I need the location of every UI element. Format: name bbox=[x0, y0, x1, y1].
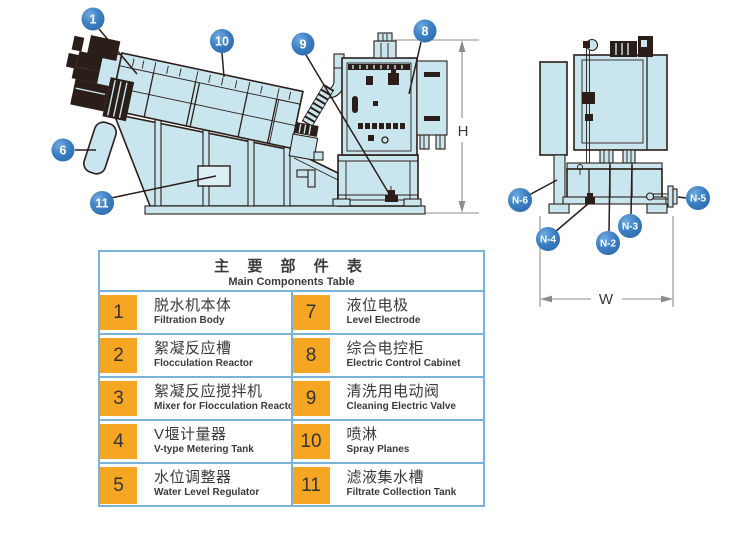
item-name-en: Level Electrode bbox=[346, 315, 421, 326]
item-number: 4 bbox=[100, 424, 137, 459]
item-number: 1 bbox=[100, 295, 137, 330]
table-row: 2 絮凝反应槽 Flocculation Reactor 8 综合电控柜 Ele… bbox=[100, 335, 483, 378]
item-number: 7 bbox=[292, 295, 330, 330]
item-number: 11 bbox=[292, 467, 330, 504]
callout-9-label: 9 bbox=[300, 38, 307, 52]
bottom-rail bbox=[562, 196, 667, 205]
nozzle-n2-label: N-2 bbox=[600, 239, 617, 250]
width-dimension-label: W bbox=[599, 291, 614, 308]
item-number: 3 bbox=[100, 381, 137, 416]
inlet-tab bbox=[313, 151, 324, 161]
cabinet-buttons bbox=[358, 123, 405, 129]
callout-8: 8 bbox=[413, 19, 437, 43]
item-number: 8 bbox=[292, 338, 330, 373]
drive-motor-icon bbox=[65, 35, 121, 112]
item-name-zh: 水位调整器 bbox=[154, 469, 232, 486]
foot-pad bbox=[548, 203, 570, 214]
item-name-en: Spray Planes bbox=[346, 444, 410, 455]
item-number: 9 bbox=[292, 381, 330, 416]
table-row: 4 V堰计量器 V-type Metering Tank 10 喷淋 Spray… bbox=[100, 421, 483, 464]
item-name-en: Electric Control Cabinet bbox=[346, 358, 461, 369]
callout-leaders bbox=[75, 28, 422, 199]
item-number: 10 bbox=[292, 424, 330, 459]
table-title-en: Main Components Table bbox=[228, 276, 355, 288]
table-row: 3 絮凝反应搅拌机 Mixer for Flocculation Reactor… bbox=[100, 378, 483, 421]
callout-6: 6 bbox=[51, 138, 75, 162]
item-number: 2 bbox=[100, 338, 137, 373]
nozzle-label-n2: N-2 bbox=[596, 231, 620, 255]
cabinet-vent bbox=[373, 32, 397, 59]
side-view-diagram: H bbox=[51, 7, 479, 215]
callout-1: 1 bbox=[81, 7, 105, 31]
item-name-en: Flocculation Reactor bbox=[154, 358, 253, 369]
drain-pipe-elbow bbox=[307, 169, 316, 188]
nozzle-leaders bbox=[528, 164, 687, 233]
main-components-table: 主 要 部 件 表 Main Components Table 1 脱水机本体 … bbox=[98, 250, 485, 507]
item-number: 5 bbox=[100, 467, 137, 504]
item-name-en: Cleaning Electric Valve bbox=[346, 401, 457, 412]
discharge-chute bbox=[83, 121, 117, 175]
callout-10-label: 10 bbox=[215, 35, 229, 49]
item-name-zh: 絮凝反应搅拌机 bbox=[154, 383, 263, 400]
item-name-en: Mixer for Flocculation Reactor bbox=[154, 401, 293, 412]
nozzle-n3-label: N-3 bbox=[622, 222, 639, 233]
table-row: 1 脱水机本体 Filtration Body 7 液位电极 Level Ele… bbox=[100, 292, 483, 335]
cabinet-side-panel bbox=[416, 60, 448, 136]
nozzle-n6-label: N-6 bbox=[512, 196, 529, 207]
hopper-band bbox=[566, 162, 663, 170]
table-title-zh: 主 要 部 件 表 bbox=[214, 258, 369, 275]
nozzle-n4-label: N-4 bbox=[540, 235, 557, 246]
support-leg bbox=[247, 138, 255, 207]
item-name-en: Water Level Regulator bbox=[154, 487, 260, 498]
height-dimension: H bbox=[394, 39, 479, 214]
base-plate bbox=[144, 205, 426, 215]
item-name-zh: 滤液集水槽 bbox=[346, 469, 425, 486]
item-name-en: V-type Metering Tank bbox=[154, 444, 254, 455]
cleaning-valve bbox=[385, 186, 398, 202]
item-name-zh: V堰计量器 bbox=[154, 426, 227, 443]
callout-11: 11 bbox=[90, 191, 114, 215]
callout-6-label: 6 bbox=[60, 144, 67, 158]
table-title: 主 要 部 件 表 Main Components Table bbox=[100, 252, 483, 292]
support-leg bbox=[154, 118, 162, 207]
callout-10: 10 bbox=[210, 29, 234, 53]
item-name-en: Filtrate Collection Tank bbox=[346, 487, 457, 498]
side-panel bbox=[539, 61, 568, 156]
end-view-machine bbox=[539, 36, 678, 214]
end-view-diagram: W bbox=[508, 36, 710, 308]
nozzle-label-n4: N-4 bbox=[536, 227, 560, 251]
item-name-zh: 喷淋 bbox=[346, 426, 378, 443]
collection-hopper bbox=[566, 168, 663, 199]
nozzle-label-n3: N-3 bbox=[618, 214, 642, 238]
motor-icon bbox=[610, 36, 653, 57]
item-name-zh: 综合电控柜 bbox=[346, 340, 425, 357]
width-dimension: W bbox=[539, 216, 674, 308]
outlet-flange bbox=[645, 185, 678, 208]
nozzle-n5-label: N-5 bbox=[690, 194, 707, 205]
foot-pad bbox=[646, 203, 668, 214]
nozzle-label-n6: N-6 bbox=[508, 188, 532, 212]
item-name-zh: 絮凝反应槽 bbox=[154, 340, 232, 357]
drain-fitting bbox=[585, 193, 595, 204]
machine-body bbox=[65, 35, 304, 150]
inlet-box bbox=[288, 133, 319, 161]
cabinet-stand bbox=[332, 154, 422, 207]
callout-1-label: 1 bbox=[90, 13, 97, 27]
item-name-zh: 清洗用电动阀 bbox=[346, 383, 440, 400]
dosing-pipe bbox=[582, 38, 599, 163]
callout-9: 9 bbox=[291, 32, 315, 56]
control-cabinet bbox=[341, 32, 448, 156]
table-row: 5 水位调整器 Water Level Regulator 11 滤液集水槽 F… bbox=[100, 464, 483, 507]
callout-11-label: 11 bbox=[95, 197, 108, 211]
item-name-zh: 脱水机本体 bbox=[154, 297, 232, 314]
item-name-en: Filtration Body bbox=[154, 315, 225, 326]
height-dimension-label: H bbox=[458, 123, 469, 140]
screen-rings bbox=[102, 77, 135, 122]
nozzle-label-n5: N-5 bbox=[686, 186, 710, 210]
item-name-zh: 液位电极 bbox=[346, 297, 409, 314]
callout-8-label: 8 bbox=[422, 25, 429, 39]
